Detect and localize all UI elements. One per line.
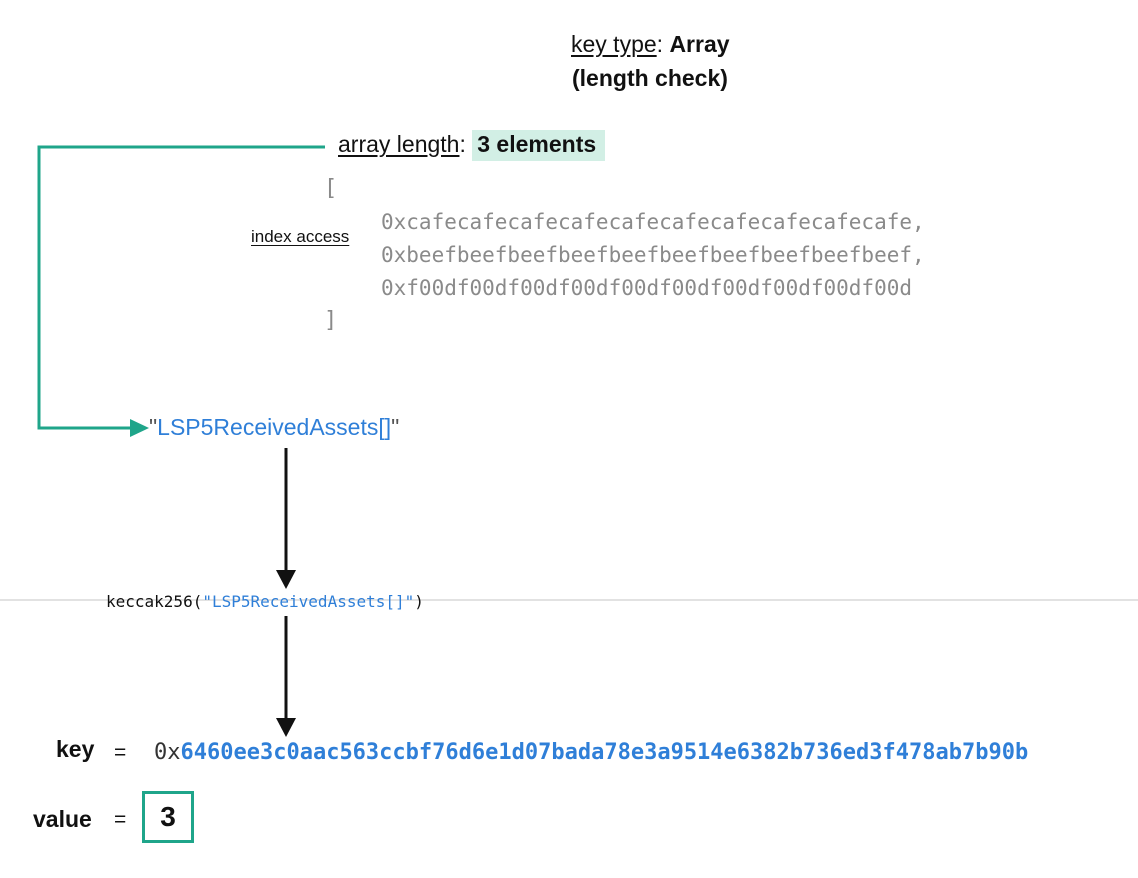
key-arrowhead	[276, 718, 296, 737]
key-type-label: key type	[571, 31, 657, 57]
keccak-quote-open: "	[202, 592, 212, 611]
length-connector-arrow	[37, 145, 325, 430]
quote-close: "	[391, 414, 400, 440]
array-element: 0xcafecafecafecafecafecafecafecafecafeca…	[381, 210, 925, 234]
array-length-line: array length: 3 elements	[338, 130, 606, 161]
keccak-quote-close: "	[404, 592, 415, 611]
key-hash: 6460ee3c0aac563ccbf76d6e1d07bada78e3a951…	[180, 740, 1029, 765]
array-length-separator: :	[459, 131, 473, 157]
value-equals: =	[114, 808, 127, 831]
array-element: 0xf00df00df00df00df00df00df00df00df00df0…	[381, 276, 913, 300]
value-box: 3	[142, 791, 194, 843]
keccak-fn-close: )	[414, 592, 424, 611]
key-prefix: 0x	[154, 740, 181, 765]
key-value: 0x6460ee3c0aac563ccbf76d6e1d07bada78e3a9…	[154, 740, 1028, 765]
keccak-arg: LSP5ReceivedAssets[]	[211, 592, 405, 611]
data-key-name: "LSP5ReceivedAssets[]"	[149, 414, 399, 441]
value-label: value	[33, 806, 92, 832]
key-equals: =	[114, 741, 127, 764]
array-element: 0xbeefbeefbeefbeefbeefbeefbeefbeefbeefbe…	[381, 243, 925, 267]
keccak-fn-open: keccak256(	[106, 592, 203, 611]
length-connector-arrowhead	[130, 419, 149, 437]
array-length-label: array length	[338, 131, 460, 157]
quote-open: "	[149, 414, 158, 440]
key-type-separator: :	[656, 31, 670, 57]
array-length-badge: 3 elements	[472, 130, 606, 161]
data-key-name-text: LSP5ReceivedAssets[]	[157, 414, 392, 440]
key-type-heading: key type: Array	[571, 31, 730, 58]
array-close-bracket: ]	[324, 308, 338, 333]
key-type-value: Array	[669, 31, 730, 57]
hash-arrowhead	[276, 570, 296, 589]
key-label: key	[56, 736, 95, 762]
key-type-subtitle: (length check)	[572, 65, 728, 91]
keccak-expression: keccak256("LSP5ReceivedAssets[]")	[106, 592, 424, 611]
index-access-label: index access	[251, 227, 350, 246]
array-open-bracket: [	[324, 176, 338, 201]
